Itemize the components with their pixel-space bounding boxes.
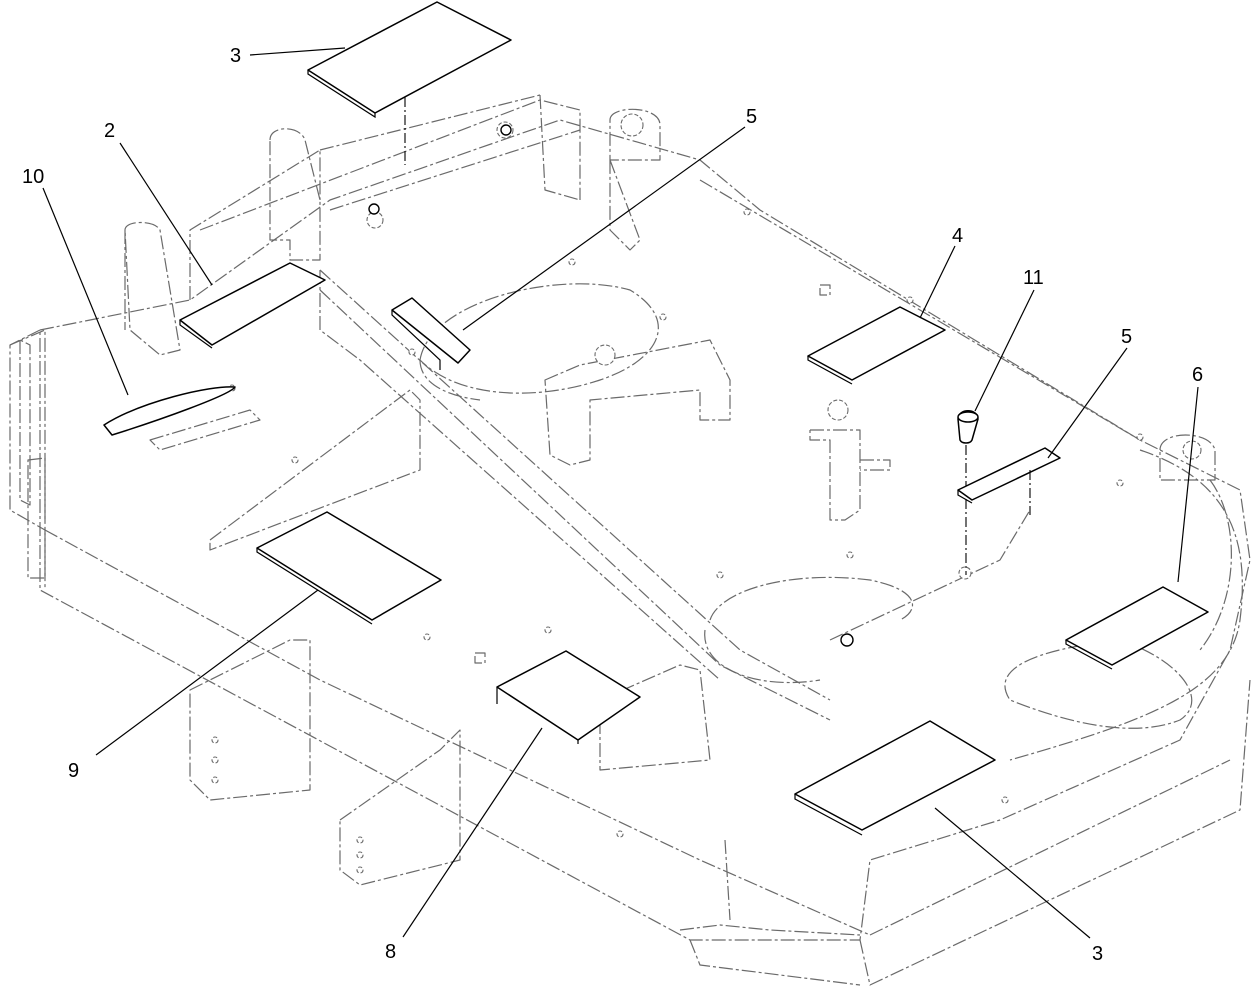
decal-6 [1065, 586, 1209, 670]
leader-9 [95, 589, 319, 756]
leader-2 [119, 142, 213, 286]
leader-11 [974, 289, 1035, 412]
leader-4 [919, 245, 956, 319]
decal-2 [179, 262, 326, 349]
decal-5-left [391, 297, 471, 370]
callout-8: 8 [385, 941, 396, 963]
callout-4: 4 [952, 225, 963, 247]
callout-3-top: 3 [230, 45, 241, 67]
decal-5-right [957, 447, 1061, 515]
callout-11: 11 [1023, 267, 1044, 289]
callout-6: 6 [1192, 364, 1203, 386]
callout-labels: 3 2 10 5 4 11 5 6 9 8 3 [22, 45, 1203, 965]
callout-10: 10 [22, 166, 44, 188]
callout-5-right: 5 [1121, 326, 1132, 348]
decal-8 [496, 650, 641, 744]
leader-3-bottom [934, 807, 1091, 939]
decal-3-bottom [794, 720, 996, 836]
callout-5-left: 5 [746, 106, 757, 128]
callout-9: 9 [68, 760, 79, 782]
leader-8 [402, 727, 543, 938]
mower-deck-outline [9, 94, 1251, 986]
leader-5-left [462, 126, 746, 331]
leader-5-right [1047, 347, 1128, 459]
leader-10 [42, 187, 129, 396]
callout-3-bottom: 3 [1092, 943, 1103, 965]
deck-holes [149, 113, 1202, 874]
leader-3-top [249, 47, 346, 56]
leader-6 [1177, 386, 1199, 583]
decal-11-cap [957, 410, 979, 575]
decal-9 [256, 511, 442, 625]
decal-4 [807, 306, 946, 385]
callout-2: 2 [104, 120, 115, 142]
leader-lines [42, 47, 1199, 939]
decal-10 [103, 386, 236, 436]
decal-3-top [307, 1, 512, 165]
